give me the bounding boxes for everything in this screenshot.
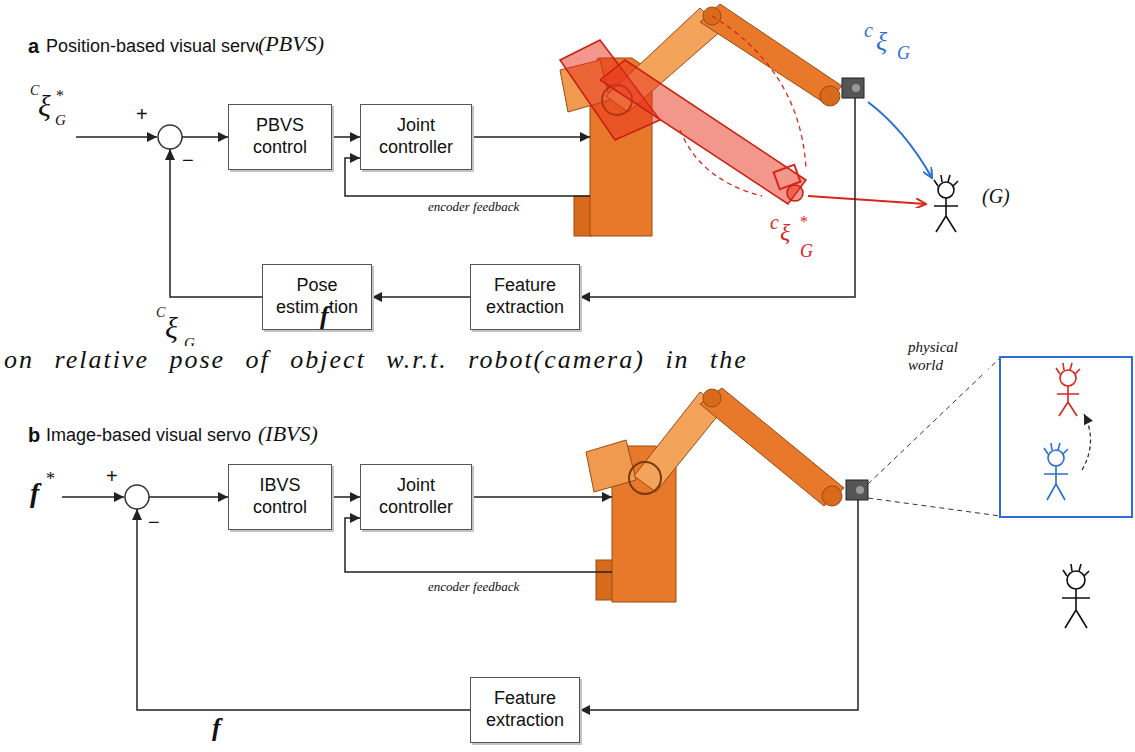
- process-box: PBVS control: [228, 104, 332, 170]
- handwritten-math: *: [800, 214, 808, 231]
- handwritten-note: on relative pose of object w.r.t. robot(…: [4, 346, 748, 373]
- handwritten-note: (G): [982, 186, 1010, 207]
- handwritten-math: G: [897, 44, 910, 63]
- math-superscript: C: [156, 306, 165, 321]
- panel-title: Image-based visual servo: [46, 426, 251, 445]
- handwritten-math: c: [864, 20, 873, 41]
- camera-signal-line: [580, 98, 855, 297]
- math-superscript: *: [56, 88, 64, 105]
- camera-signal-line: [580, 500, 858, 710]
- math-symbol: ξ: [38, 90, 51, 122]
- view-line: [868, 358, 1000, 516]
- box-text: IBVS control: [235, 475, 325, 518]
- signal-name: encoder feedback: [428, 200, 519, 214]
- handwritten-math: G: [800, 242, 813, 261]
- handwritten-math: ξ: [876, 28, 887, 55]
- sign-label: −: [182, 150, 194, 171]
- box-text: Joint controller: [367, 475, 465, 518]
- signal-label: f: [320, 302, 329, 329]
- robot-arm: [586, 388, 868, 602]
- stick-figure: [1044, 443, 1068, 500]
- signal-name: f: [30, 478, 39, 507]
- process-box: IBVS control: [228, 464, 332, 530]
- command-arrow: [472, 136, 590, 138]
- pose-arrow: [868, 102, 932, 178]
- stick-figure: [1062, 564, 1090, 628]
- process-box: Joint controller: [360, 464, 472, 530]
- motion-arc: [680, 16, 806, 196]
- handwritten-note: (IBVS): [258, 422, 318, 445]
- signal-label: f: [212, 714, 221, 741]
- math-superscript: *: [46, 470, 55, 489]
- math-subscript: G: [55, 113, 66, 129]
- handwritten-math: ξ: [780, 220, 790, 245]
- process-box: Feature extraction: [470, 677, 580, 743]
- box-text: Joint controller: [367, 115, 465, 158]
- process-box: Feature extraction: [470, 264, 580, 330]
- process-box: Joint controller: [360, 104, 472, 170]
- signal-arrow: [372, 296, 470, 298]
- box-text: Feature extraction: [477, 275, 573, 318]
- handwritten-note: physical world: [908, 338, 988, 374]
- handwritten-note: (PBVS): [258, 32, 324, 55]
- signal-arrow: [332, 496, 360, 498]
- handwritten-math: c: [770, 212, 779, 233]
- panel-title: Position-based visual servo: [46, 37, 265, 56]
- math-symbol: ξ: [165, 312, 178, 344]
- sign-label: +: [106, 466, 118, 487]
- image-plane: [1000, 357, 1132, 517]
- signal-arrow: [332, 136, 360, 138]
- box-text: Pose estimation: [269, 275, 365, 318]
- box-text: PBVS control: [235, 115, 325, 158]
- panel-letter: b: [28, 425, 40, 446]
- stick-figure: [934, 175, 958, 232]
- sign-label: +: [136, 104, 148, 125]
- target-pose-arrow: [808, 196, 926, 204]
- robot-arm: [560, 4, 864, 236]
- image-motion-arrow: [1082, 414, 1091, 470]
- sign-label: −: [148, 512, 160, 533]
- summing-junction: [125, 125, 182, 509]
- target-pose-sketch: [560, 40, 806, 204]
- signal-name: encoder feedback: [428, 580, 519, 594]
- panel-letter: a: [28, 36, 39, 57]
- process-box: Pose estimation: [262, 264, 372, 330]
- command-arrow: [472, 496, 612, 498]
- box-text: Feature extraction: [477, 688, 573, 731]
- stick-figure: [1056, 363, 1080, 416]
